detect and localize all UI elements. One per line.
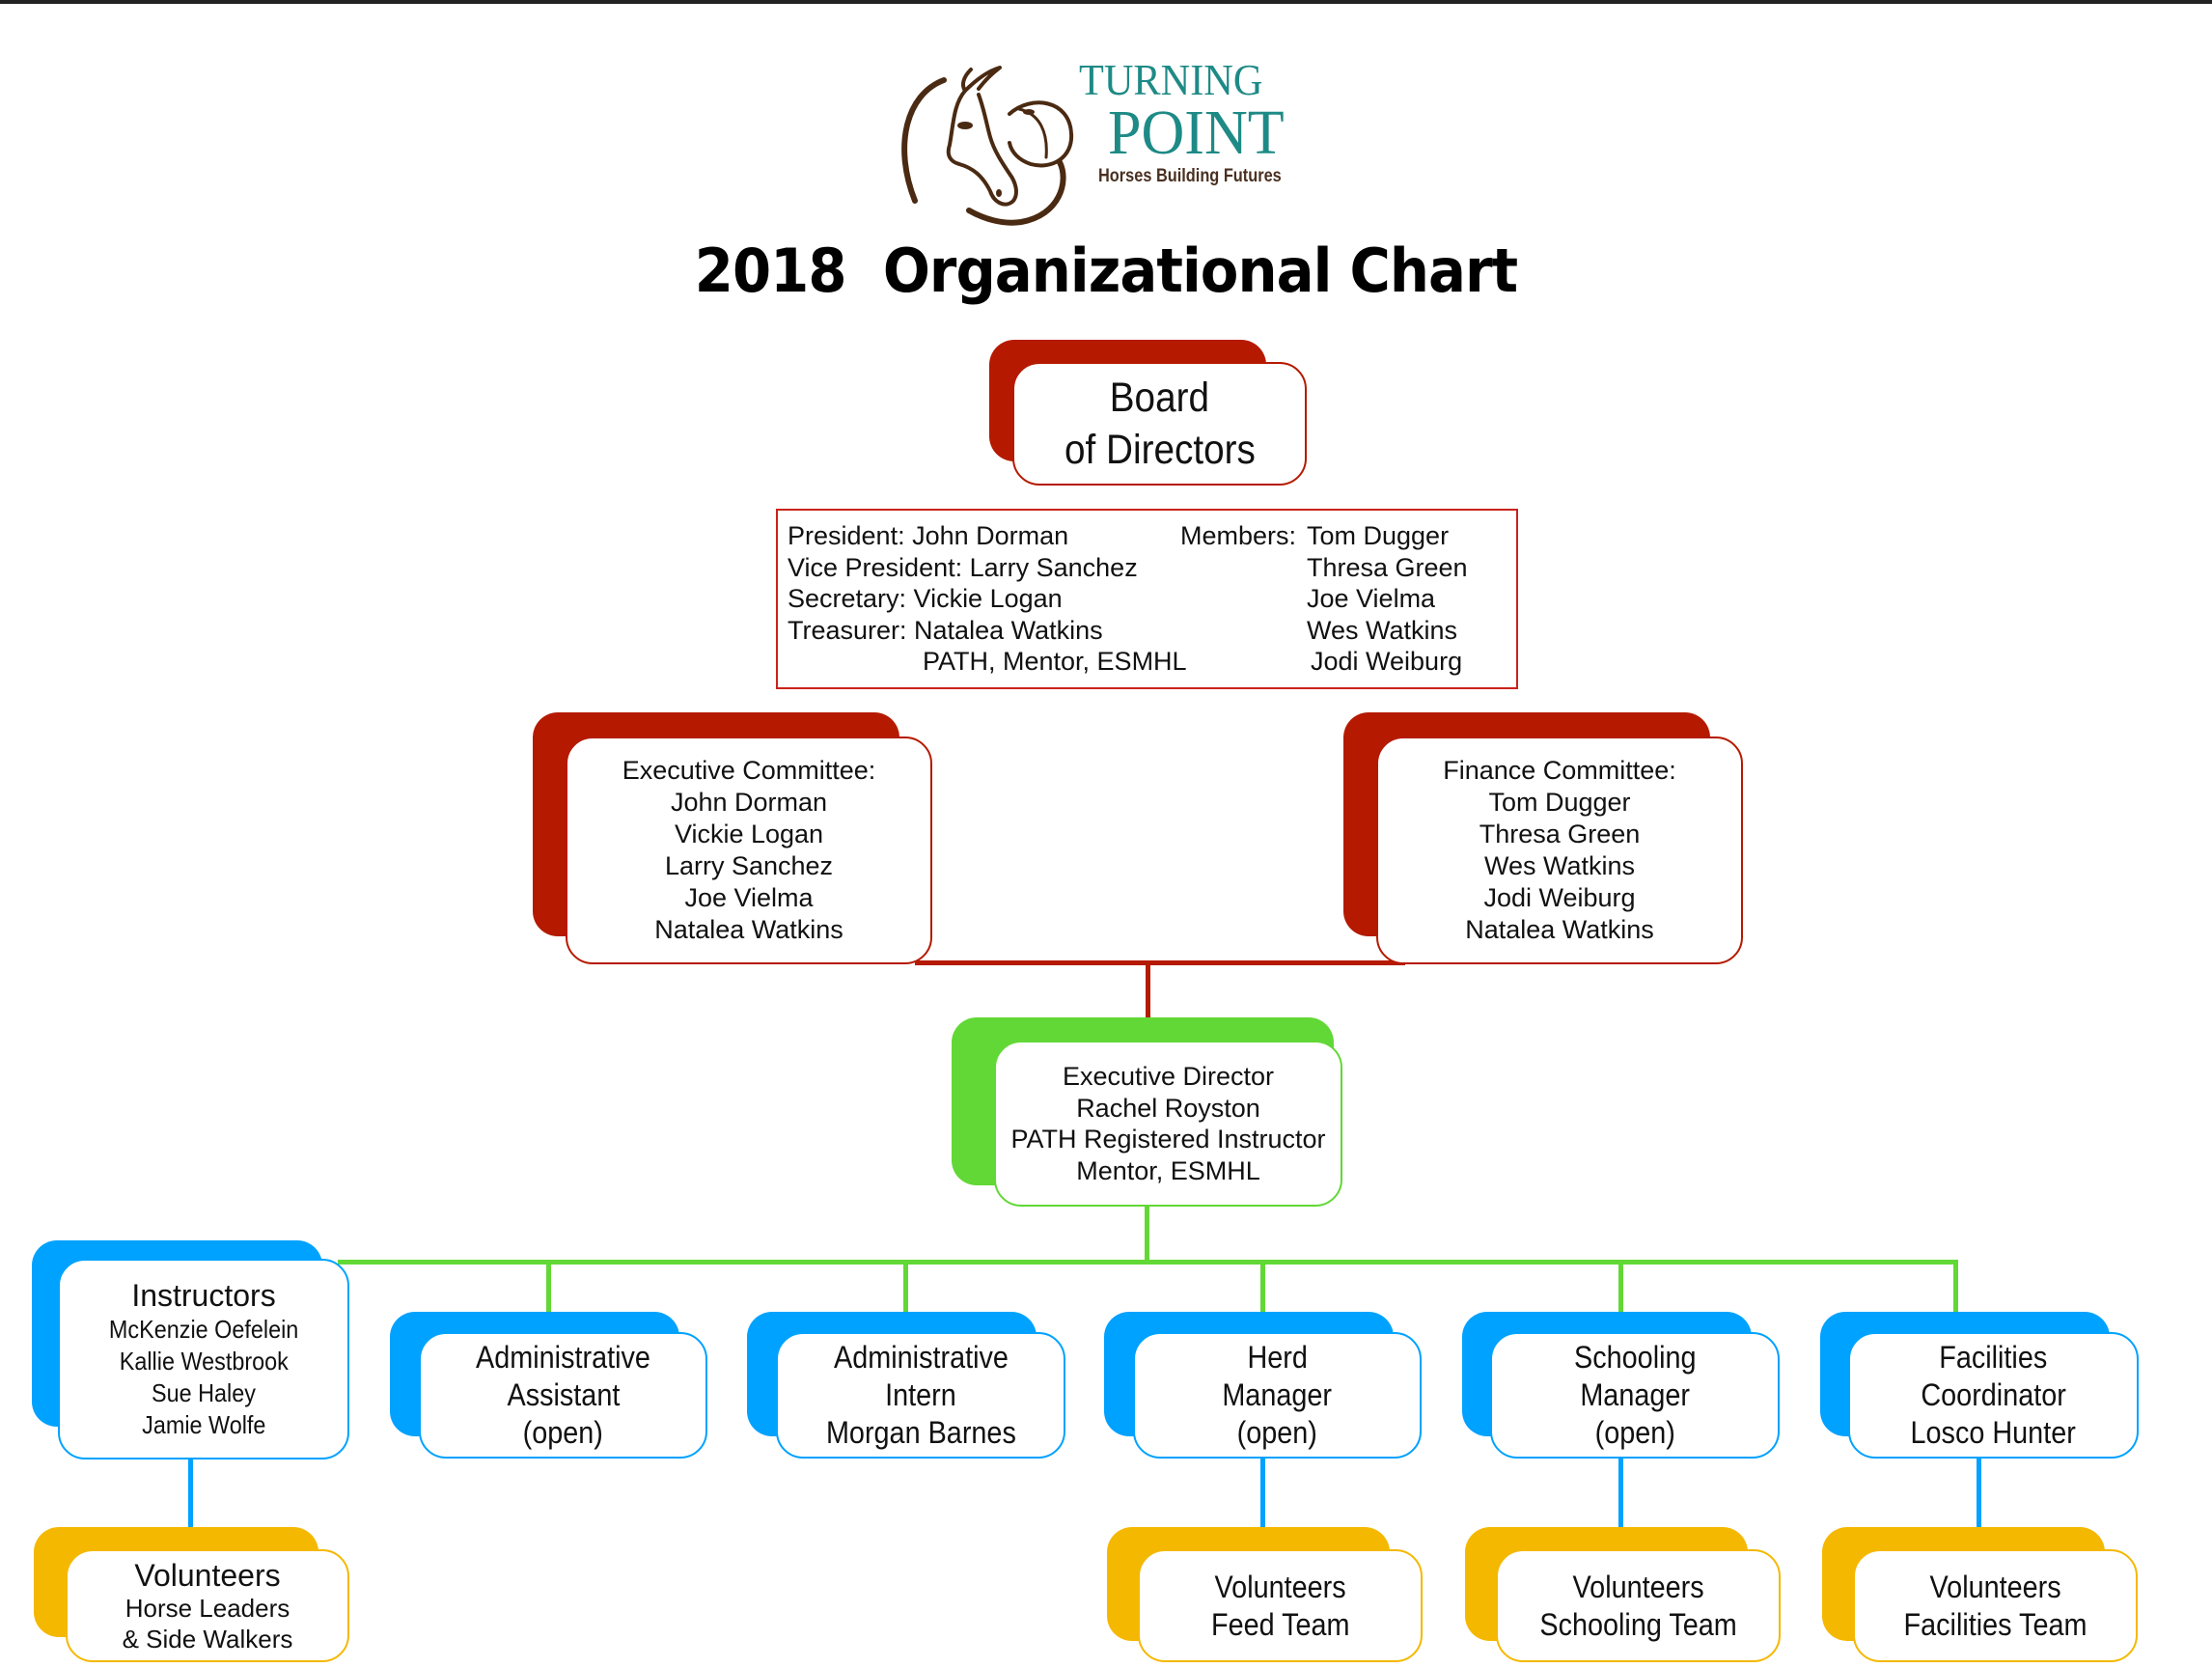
role-line: Administrative <box>476 1340 650 1375</box>
role-line: Facilities <box>1939 1340 2048 1375</box>
board-roster: President: John Dorman Vice President: L… <box>776 509 1518 689</box>
connector-board-to-director <box>1146 962 1150 1026</box>
node-title: Volunteers <box>1214 1569 1346 1604</box>
connector-committees <box>915 960 1405 965</box>
connector-director-down <box>1145 1207 1149 1263</box>
role-line: Manager <box>1222 1377 1333 1412</box>
director-name: Rachel Royston <box>1076 1093 1260 1123</box>
connector-herd-manager <box>1260 1260 1265 1316</box>
node-title: Volunteers <box>1929 1569 2061 1604</box>
node-card: Finance Committee: Tom Dugger Thresa Gre… <box>1376 737 1743 964</box>
committee-member: Natalea Watkins <box>1465 915 1654 944</box>
role-line: Administrative <box>833 1340 1009 1375</box>
top-window-edge <box>0 0 2212 4</box>
logo-name-line2: POINT <box>1108 97 1285 168</box>
officer-secretary: Secretary: Vickie Logan <box>788 584 1063 613</box>
committee-member: Joe Vielma <box>684 883 814 912</box>
page-title: 2018 Organizational Chart <box>694 236 1518 306</box>
node-card: Volunteers Horse Leaders & Side Walkers <box>66 1549 349 1662</box>
connector-admin-intern <box>903 1260 908 1316</box>
instructor-name: Sue Haley <box>152 1377 256 1407</box>
committee-member: Natalea Watkins <box>654 915 843 944</box>
node-card: Facilities Coordinator Losco Hunter <box>1848 1332 2139 1459</box>
role-status: (open) <box>1594 1415 1675 1450</box>
board-officers: President: John Dorman Vice President: L… <box>788 520 1187 678</box>
role-line: Assistant <box>507 1377 620 1412</box>
volunteer-team: Feed Team <box>1210 1606 1350 1642</box>
volunteer-team: Schooling Team <box>1539 1606 1737 1642</box>
officer-vice-president: Vice President: Larry Sanchez <box>788 552 1138 582</box>
role-status: (open) <box>522 1415 604 1450</box>
instructor-name: Kallie Westbrook <box>119 1346 289 1376</box>
director-credential: PATH Registered Instructor <box>1010 1125 1326 1154</box>
connector-facilities-coordinator <box>1953 1260 1958 1316</box>
member: Thresa Green <box>1307 552 1468 582</box>
committee-member: Wes Watkins <box>1483 851 1636 880</box>
board-members-label: Members: <box>1180 521 1297 550</box>
member: Joe Vielma <box>1307 584 1436 613</box>
role-line: Manager <box>1580 1377 1690 1412</box>
board-members: Tom Dugger Thresa Green Joe Vielma Wes W… <box>1307 520 1468 678</box>
treasurer-credentials: PATH, Mentor, ESMHL <box>923 647 1187 676</box>
member: Jodi Weiburg <box>1311 647 1463 676</box>
role-line: Herd <box>1247 1340 1308 1375</box>
horse-with-helmet-icon <box>901 66 1074 226</box>
committee-title: Finance Committee: <box>1443 756 1676 785</box>
logo-tagline: Horses Building Futures <box>1098 166 1282 186</box>
node-card: Instructors McKenzie Oefelein Kallie Wes… <box>58 1259 349 1460</box>
committee-title: Executive Committee: <box>622 756 876 785</box>
connector-schooling-manager <box>1618 1260 1623 1316</box>
node-card: Administrative Assistant (open) <box>419 1332 707 1459</box>
committee-member: Tom Dugger <box>1488 788 1631 817</box>
node-card: Herd Manager (open) <box>1133 1332 1422 1459</box>
node-title: Volunteers <box>134 1557 281 1593</box>
committee-member: Vickie Logan <box>674 820 824 848</box>
role-line: Coordinator <box>1921 1377 2066 1412</box>
node-card: Volunteers Schooling Team <box>1496 1549 1781 1662</box>
member: Wes Watkins <box>1307 615 1458 645</box>
instructor-name: McKenzie Oefelein <box>108 1314 299 1344</box>
committee-member: John Dorman <box>670 788 828 817</box>
node-card: Volunteers Facilities Team <box>1853 1549 2138 1662</box>
role-status: (open) <box>1236 1415 1318 1450</box>
volunteer-team: Facilities Team <box>1903 1606 2088 1642</box>
committee-member: Larry Sanchez <box>664 851 834 880</box>
connector-schooling-volunteers <box>1618 1458 1623 1531</box>
officer-president: President: John Dorman <box>788 521 1069 550</box>
node-card: Schooling Manager (open) <box>1490 1332 1780 1459</box>
logo-name-line1: TURNING <box>1079 55 1263 104</box>
node-title: Instructors <box>131 1277 276 1313</box>
member: Tom Dugger <box>1307 521 1450 550</box>
connector-instructors-volunteers <box>188 1458 193 1531</box>
director-credential: Mentor, ESMHL <box>1076 1155 1260 1185</box>
role-line: Schooling <box>1573 1340 1697 1375</box>
connector-staff-bus <box>338 1260 1958 1265</box>
node-card: Executive Director Rachel Royston PATH R… <box>994 1041 1342 1207</box>
node-card: Executive Committee: John Dorman Vickie … <box>566 737 932 964</box>
node-title: Volunteers <box>1572 1569 1704 1604</box>
officer-treasurer: Treasurer: Natalea Watkins <box>788 615 1103 645</box>
board-line-2: of Directors <box>1064 427 1256 473</box>
committee-member: Jodi Weiburg <box>1483 883 1636 912</box>
director-role: Executive Director <box>1062 1062 1275 1091</box>
connector-herd-volunteers <box>1260 1458 1265 1531</box>
instructor-name: Jamie Wolfe <box>141 1409 266 1439</box>
node-card: Administrative Intern Morgan Barnes <box>776 1332 1065 1459</box>
person-name: Morgan Barnes <box>825 1415 1016 1450</box>
board-line-1: Board <box>1109 375 1210 421</box>
connector-admin-assistant <box>546 1260 551 1316</box>
node-card: Volunteers Feed Team <box>1138 1549 1423 1662</box>
node-card: Board of Directors <box>1012 362 1307 486</box>
connector-facilities-volunteers <box>1977 1458 1981 1531</box>
committee-member: Thresa Green <box>1479 820 1641 848</box>
volunteer-role: Horse Leaders <box>124 1593 290 1623</box>
volunteer-role: & Side Walkers <box>122 1624 293 1654</box>
person-name: Losco Hunter <box>1910 1415 2077 1450</box>
role-line: Intern <box>885 1377 956 1412</box>
